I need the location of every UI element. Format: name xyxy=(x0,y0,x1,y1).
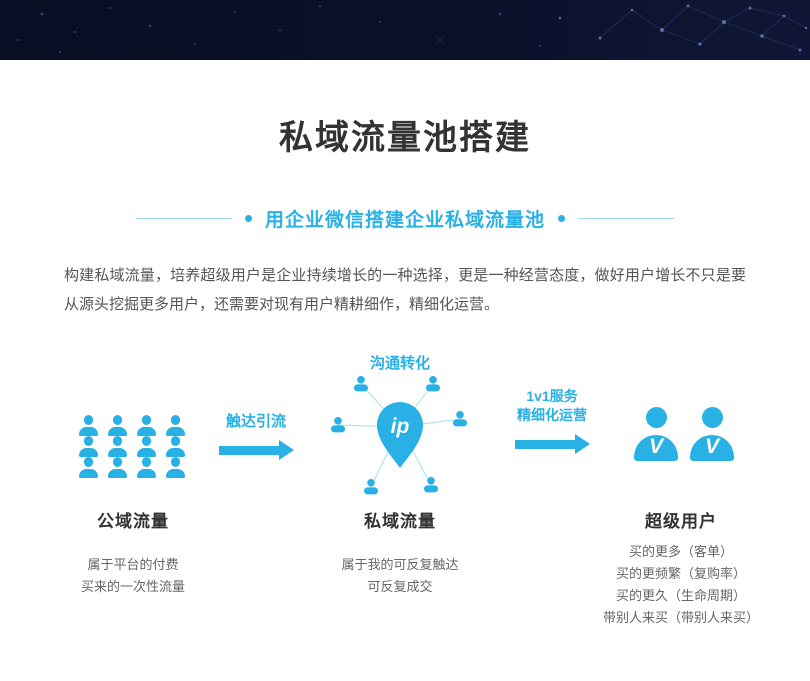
communication-label: 沟通转化 xyxy=(369,355,430,372)
stage-private-traffic-label: 私域流量 xyxy=(364,512,436,531)
arrow-service-label-line2: 精细化运营 xyxy=(517,407,587,423)
person-icon xyxy=(137,415,156,436)
arrow-head xyxy=(278,440,294,460)
subtitle-line-right xyxy=(578,218,674,219)
arrow-reach-label: 触达引流 xyxy=(225,413,286,430)
person-icon xyxy=(137,436,156,457)
arrow-reach: 触达引流 xyxy=(210,412,302,460)
desc-line: 属于平台的付费 xyxy=(87,557,179,572)
person-icon xyxy=(79,436,98,457)
subtitle-row: 用企业微信搭建企业私域流量池 xyxy=(0,205,810,232)
desc-line: 买的更久（生命周期） xyxy=(615,588,746,603)
stage-private-traffic-desc: 属于我的可反复触达 可反复成交 xyxy=(300,554,500,598)
person-icon xyxy=(79,457,98,478)
person-icon xyxy=(108,436,127,457)
network-person-icons xyxy=(331,376,467,495)
desc-line: 买的更频繁（复购率） xyxy=(615,566,746,581)
stage-public-traffic-desc: 属于平台的付费 买来的一次性流量 xyxy=(43,554,223,598)
person-icon xyxy=(166,415,185,436)
subtitle-dot-right xyxy=(558,215,565,222)
person-icon xyxy=(137,457,156,478)
person-icon xyxy=(108,457,127,478)
arrow-service: 1v1服务 精细化运营 xyxy=(499,387,605,454)
intro-paragraph: 构建私域流量，培养超级用户是企业持续增长的一种选择，更是一种经营态度，做好用户增… xyxy=(64,267,746,313)
subtitle-line-left xyxy=(135,218,232,219)
right-arrow-icon xyxy=(210,440,302,460)
vip-person-icon: V xyxy=(634,407,678,461)
stage-super-user-label: 超级用户 xyxy=(645,512,717,531)
arrow-head xyxy=(574,434,590,454)
page-title: 私域流量池搭建 xyxy=(279,119,531,157)
vip-person-icon: V xyxy=(690,407,734,461)
person-icon xyxy=(166,436,185,457)
desc-line: 属于我的可反复触达 xyxy=(341,557,459,572)
stage-public-traffic-label: 公域流量 xyxy=(97,512,169,531)
subtitle: 用企业微信搭建企业私域流量池 xyxy=(264,210,545,231)
desc-line: 可反复成交 xyxy=(367,579,433,594)
top-banner xyxy=(0,0,810,60)
person-icon xyxy=(79,415,98,436)
pin-text: ip xyxy=(391,415,410,438)
right-arrow-icon xyxy=(499,434,605,454)
private-traffic-network-graphic: ip xyxy=(331,376,467,495)
desc-line: 买来的一次性流量 xyxy=(80,579,185,594)
person-icon xyxy=(166,457,185,478)
arrow-service-label-line1: 1v1服务 xyxy=(526,388,578,404)
desc-line: 买的更多（客单） xyxy=(628,544,733,559)
arrow-bar xyxy=(514,439,575,449)
stage-super-user-desc: 买的更多（客单） 买的更频繁（复购率） 买的更久（生命周期） 带别人来买（带别人… xyxy=(571,541,791,629)
vip-letter: V xyxy=(648,435,663,458)
banner-particles-graphic xyxy=(17,4,808,53)
ip-pin-icon: ip xyxy=(377,402,423,468)
crowd-icon xyxy=(79,415,185,478)
desc-line: 带别人来买（带别人来买） xyxy=(602,610,759,625)
person-icon xyxy=(108,415,127,436)
subtitle-dot-left xyxy=(244,215,252,222)
super-user-icons: V V xyxy=(634,407,734,461)
vip-letter: V xyxy=(704,435,719,458)
arrow-bar xyxy=(218,445,279,455)
